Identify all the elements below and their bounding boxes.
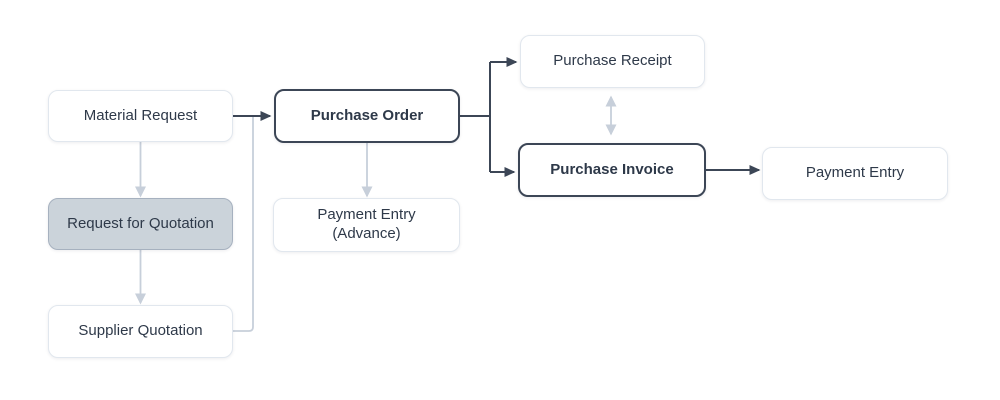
node-supplier-quotation: Supplier Quotation [48, 305, 233, 358]
node-material-request-label: Material Request [83, 106, 198, 124]
node-purchase-invoice: Purchase Invoice [518, 143, 706, 197]
edge-supplier-quotation-to-purchase-order [233, 117, 254, 332]
node-material-request: Material Request [48, 90, 233, 142]
node-supplier-quotation-label: Supplier Quotation [78, 322, 203, 340]
node-purchase-order: Purchase Order [274, 89, 460, 143]
node-payment-entry-label: Payment Entry [805, 164, 905, 182]
node-purchase-order-label: Purchase Order [310, 106, 424, 124]
node-request-for-quotation-label: Request for Quotation [67, 214, 214, 232]
node-payment-entry: Payment Entry [762, 147, 948, 200]
node-payment-entry-advance-line1: Payment Entry [317, 206, 416, 224]
node-purchase-receipt-label: Purchase Receipt [553, 52, 672, 70]
node-payment-entry-advance-label: Payment Entry (Advance) [317, 206, 415, 244]
node-purchase-receipt: Purchase Receipt [520, 35, 705, 88]
node-payment-entry-advance-line2: (Advance) [332, 225, 401, 242]
edge-purchase-order-branch-trunk [460, 62, 491, 172]
node-purchase-invoice-label: Purchase Invoice [550, 160, 674, 178]
node-request-for-quotation: Request for Quotation [48, 198, 233, 250]
node-payment-entry-advance: Payment Entry (Advance) [273, 198, 460, 252]
